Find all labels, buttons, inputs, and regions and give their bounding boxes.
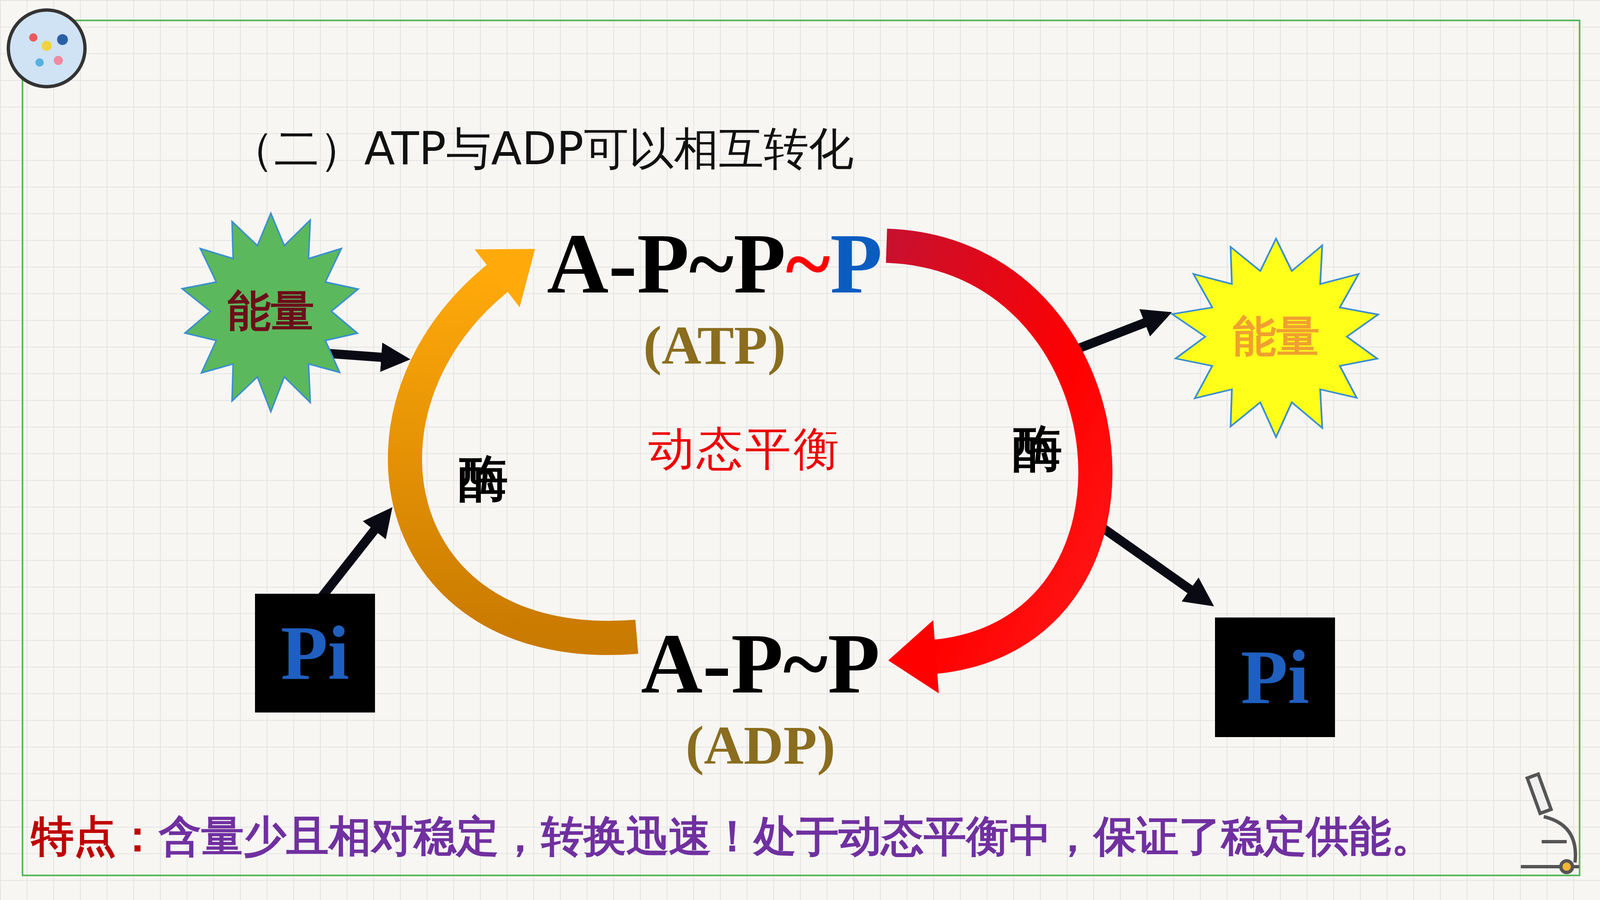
- curved-arrow-body: [405, 274, 637, 638]
- center-label: 动态平衡: [648, 418, 842, 481]
- adp-molecule: A-P~P (ADP): [635, 616, 886, 778]
- node-sublabel: (ADP): [685, 716, 835, 775]
- hydrolysis-arrow: [886, 245, 1096, 694]
- energy-burst: 能量: [1168, 234, 1384, 439]
- starburst-outline: [1172, 238, 1378, 438]
- node-label: A-P~P: [640, 618, 880, 709]
- arrowhead: [474, 248, 535, 308]
- phosphate-box: Pi: [1215, 617, 1335, 738]
- corner-icon: [8, 10, 85, 87]
- summary-note: 特点：含量少且相对稳定，转换迅速！处于动态平衡中，保证了稳定供能。: [31, 808, 1434, 866]
- frame: [22, 20, 1580, 876]
- starburst-outline: [182, 213, 358, 412]
- slide-title: （二）ATP与ADP可以相互转化: [229, 118, 854, 180]
- atp-molecule: A-P~P~P (ATP): [540, 216, 889, 378]
- phosphate-box: Pi: [255, 593, 375, 713]
- node-label: 能量: [1232, 313, 1320, 360]
- node-sublabel: (ATP): [643, 316, 786, 375]
- node-label: Pi: [280, 612, 350, 694]
- enzyme-label: 酶: [458, 445, 508, 513]
- node-label: A-P~P~P: [546, 218, 883, 309]
- node-label: 能量: [227, 288, 315, 334]
- curved-arrow-body: [886, 245, 1096, 658]
- enzyme-label: 酶: [1012, 415, 1063, 483]
- energy-burst: 能量: [179, 209, 363, 414]
- node-label: Pi: [1240, 636, 1310, 718]
- microscope-icon: [1520, 774, 1580, 873]
- arrowhead: [888, 620, 939, 693]
